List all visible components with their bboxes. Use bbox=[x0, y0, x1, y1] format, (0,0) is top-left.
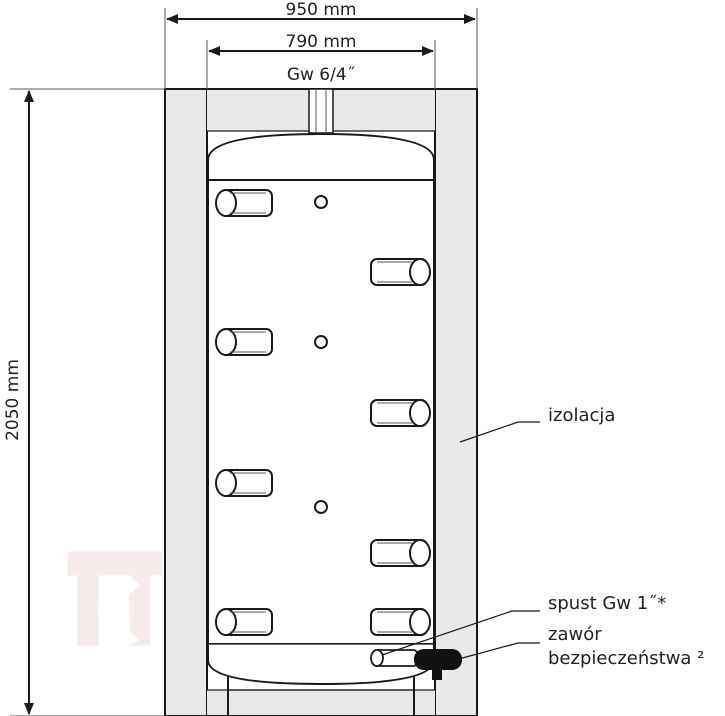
drain-nozzle bbox=[370, 649, 419, 667]
height-label: 2050 mm bbox=[3, 359, 23, 441]
insulation-label: izolacja bbox=[548, 405, 615, 426]
dimension-inner-width: 790 mm bbox=[206, 32, 436, 89]
k-logo-watermark-icon bbox=[67, 551, 163, 646]
left-nozzle bbox=[215, 608, 273, 636]
valve-label-line2: bezpieczeństwa ² bbox=[548, 648, 704, 669]
left-nozzle bbox=[215, 328, 273, 356]
dimension-outer-width: 950 mm bbox=[164, 0, 478, 89]
safety-valve bbox=[414, 649, 462, 680]
sensor-socket bbox=[314, 195, 328, 209]
valve-label-line1: zawór bbox=[548, 624, 602, 645]
right-nozzle bbox=[370, 539, 431, 567]
right-nozzle bbox=[370, 258, 431, 286]
right-nozzle bbox=[370, 608, 431, 636]
dimension-height: 2050 mm bbox=[3, 88, 165, 716]
top-connection-label: Gw 6/4˝ bbox=[287, 65, 355, 85]
top-connection-pipe bbox=[308, 88, 334, 134]
inner-width-label: 790 mm bbox=[286, 32, 357, 52]
right-nozzle bbox=[370, 399, 431, 427]
drain-callout: spust Gw 1˝* bbox=[381, 593, 666, 656]
valve-callout: zawór bezpieczeństwa ² bbox=[454, 624, 704, 669]
sensor-socket bbox=[314, 335, 328, 349]
sensor-socket bbox=[314, 500, 328, 514]
outer-width-label: 950 mm bbox=[286, 0, 357, 20]
drain-label: spust Gw 1˝* bbox=[548, 593, 666, 614]
left-nozzle bbox=[215, 189, 273, 217]
left-nozzle bbox=[215, 469, 273, 497]
insulation-callout: izolacja bbox=[459, 405, 615, 443]
